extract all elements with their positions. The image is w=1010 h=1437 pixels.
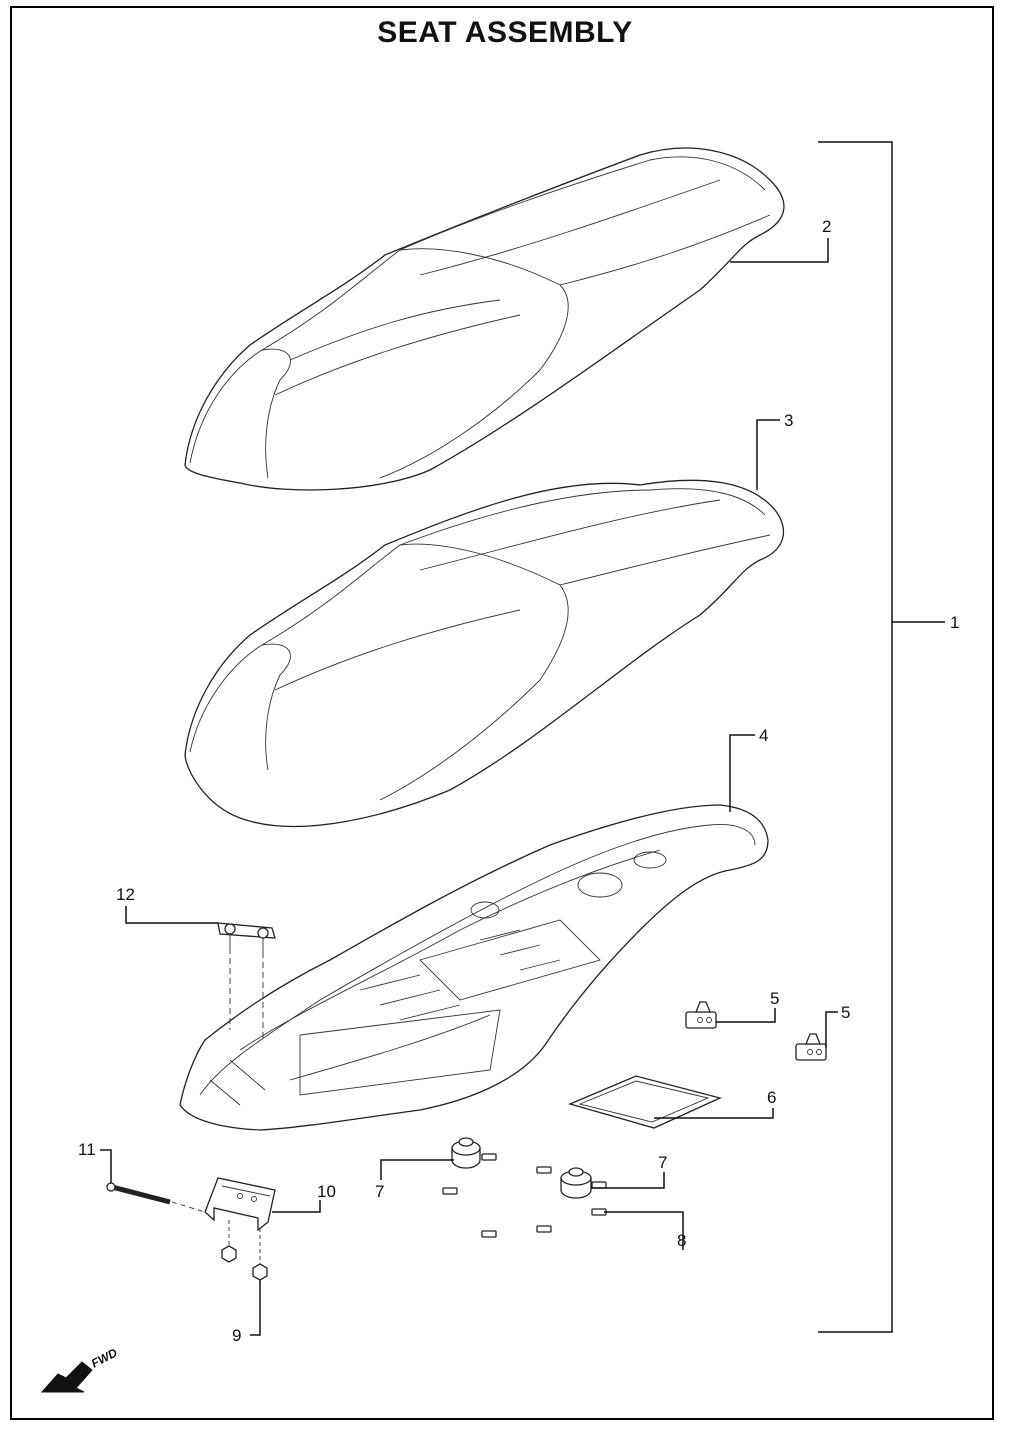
fwd-label: FWD (89, 1345, 120, 1370)
callout-10: 10 (317, 1182, 336, 1201)
callout-12: 12 (116, 885, 135, 904)
damper-part-left (451, 1137, 481, 1169)
callout-1: 1 (950, 613, 959, 632)
nut-parts (221, 1220, 268, 1281)
callout-5a: 5 (770, 989, 779, 1008)
callout-11: 11 (78, 1140, 96, 1159)
small-clips-part (442, 1153, 607, 1238)
callout-9: 9 (232, 1326, 241, 1345)
hinge-pin-part (106, 1182, 206, 1213)
diagram-frame (10, 6, 994, 1420)
callout-8: 8 (677, 1231, 686, 1250)
callout-labels: 1 2 3 4 5 5 6 7 7 8 9 10 11 12 (78, 217, 959, 1345)
clip-part-left (685, 1001, 717, 1029)
hinge-bracket-part (204, 1177, 276, 1232)
callout-7a: 7 (375, 1182, 384, 1201)
callout-5b: 5 (841, 1003, 850, 1022)
damper-part-right (560, 1167, 592, 1199)
callout-6: 6 (767, 1088, 776, 1107)
leader-lines (100, 238, 838, 1336)
pad-part (568, 1075, 722, 1129)
forward-arrow-icon (40, 1361, 93, 1393)
fwd-indicator: FWD (40, 1345, 120, 1393)
diagram-title: SEAT ASSEMBLY (377, 16, 633, 49)
seat-foam-part (184, 479, 784, 828)
callout-3: 3 (784, 411, 793, 430)
lock-plate-part (217, 922, 276, 1040)
callout-7b: 7 (658, 1153, 667, 1172)
seat-base-part (179, 804, 769, 1131)
clip-part-right (795, 1033, 827, 1061)
callout-2: 2 (822, 217, 831, 236)
seat-cover-part (184, 147, 785, 491)
assembly-bracket (818, 141, 945, 1333)
callout-4: 4 (759, 726, 768, 745)
